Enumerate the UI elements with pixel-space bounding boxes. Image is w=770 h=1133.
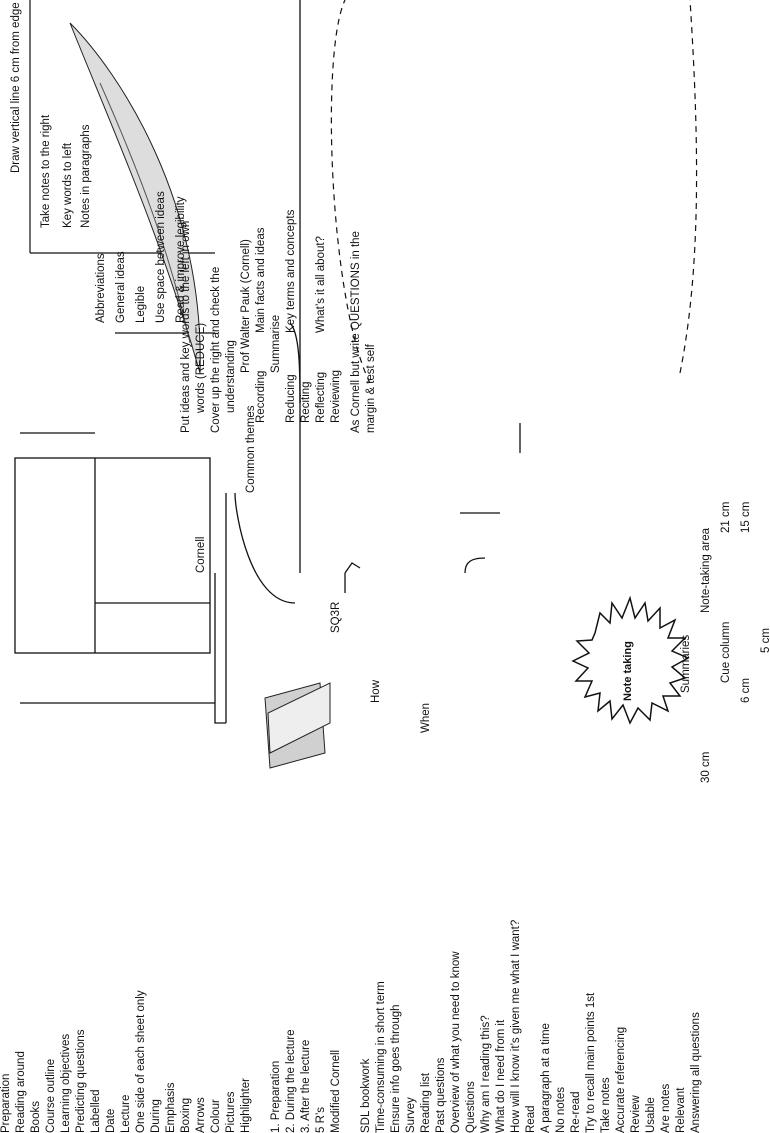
cornell-after-item-0: Put ideas and key words to the left in o… [180,221,193,433]
note-taking-center-label: Note taking [622,641,634,701]
page-summary-height-label: 5 cm [760,628,770,653]
cornell-rs-item-7: Reflecting [315,372,328,423]
sq3r-review-item-1: Are notes [660,1084,673,1133]
cornell-rs-item-2: Main facts and ideas [255,228,268,333]
sq3r-when-item-1: Time-consuming in short term [375,981,388,1133]
sq3r-review: Review [630,1095,643,1133]
cornell-prep-item-0: Draw vertical line 6 cm from edge [10,2,23,173]
one-side-label: One side of each sheet only [135,990,148,1133]
sq3r-survey-item-2: Overview of what you need to know [450,951,463,1133]
common-label: Common themes [245,405,258,493]
sq3r-read: Read [525,1106,538,1133]
cornell-during-item-1: Abbreviations [95,253,108,323]
sq3r-reread-item-1: Take notes [600,1077,613,1133]
cornell-rs-item-6: Reciting [300,381,313,423]
cornell-rs-item-0: Prof Walter Pauk (Cornell) [240,239,253,373]
cornell-modified-item-1: margin & test self [365,344,378,433]
lecture-label: Lecture [120,1095,133,1133]
labelled-label: Labelled [90,1090,103,1133]
date-label: Date [105,1109,118,1133]
emphasis-item-2: Colour [210,1099,223,1133]
cornell-rs-item-5: Key terms and concepts [285,210,298,333]
page-diagram [15,433,215,703]
sq3r-reread-item-2: Accurate referencing [615,1027,628,1133]
cornell-label: Cornell [195,537,208,573]
emphasis-item-1: Arrows [195,1097,208,1133]
sq3r-when-item-0: SDL bookwork [360,1059,373,1133]
cornell-prep-item-2: Key words to left [62,143,75,228]
cornell-prep-item-1: Take notes to the right [40,115,53,228]
sq3r-questions-item-1: What do I need from it [495,1020,508,1133]
page-summaries-label: Summaries [680,635,693,693]
cornell-branch-rs: 5 R’s [315,1107,328,1133]
cornell-during-item-4: Use space between ideas [155,191,168,323]
sq3r-questions: Questions [465,1081,478,1133]
prep-label: Preparation [0,1074,13,1133]
page-height-label: 30 cm [700,752,713,783]
sq3r-questions-item-0: Why am I reading this? [480,1015,493,1133]
sq3r-survey: Survey [405,1097,418,1133]
sq3r-survey-item-0: Reading list [420,1073,433,1133]
predicting-label: Predicting questions [75,1029,88,1133]
page-area-width-label: 15 cm [740,502,753,533]
common-during-label: During [150,1099,163,1133]
sq3r-reread: Re-read [570,1091,583,1133]
emphasis-item-4: Highlighter [240,1078,253,1133]
emphasis-item-3: Pictures [225,1091,238,1133]
page-cue-width-label: 6 cm [740,678,753,703]
cornell-during-item-2: General ideas [115,251,128,323]
sq3r-when-item-2: Ensure info goes through [390,1004,403,1133]
cornell-branch-after: 3. After the lecture [300,1040,313,1133]
sq3r-review-item-0: Usable [645,1097,658,1133]
sq3r-reread-item-0: Try to recall main points 1st [585,993,598,1133]
branch-sq3r [235,493,295,603]
learning-objectives-label: Learning objectives [60,1034,73,1133]
sq3r-read-item-0: A paragraph at a time [540,1023,553,1133]
page-width-label: 21 cm [720,502,733,533]
sq3r-when: When [420,703,433,733]
sq3r-label: SQ3R [330,602,343,633]
sq3r-survey-item-1: Past questions [435,1058,448,1133]
cornell-modified-item-0: As Cornell but write QUESTIONS in the [350,231,363,433]
dashed-arrow-right [680,0,697,373]
cornell-branch-during: 2. During the lecture [285,1029,298,1133]
cornell-branch-modified: Modified Cornell [330,1050,343,1133]
cornell-after-item-1: words (REDUCE) [195,323,208,413]
cornell-after-item-3: understanding [225,340,238,413]
emphasis-item-0: Boxing [180,1098,193,1133]
cornell-during-item-0: Notes in paragraphs [80,124,93,228]
sq3r-questions-item-2: How will I know it’s given me what I wan… [510,920,523,1133]
cornell-rs-item-3: Summarise [270,315,283,373]
sq3r-review-item-3: Answering all questions [690,1012,703,1133]
sq3r-read-item-1: No notes [555,1087,568,1133]
sq3r-how: How [370,680,383,703]
page-cue-label: Cue column [720,622,733,683]
course-outline-label: Course outline [45,1059,58,1133]
sq3r-review-item-2: Relevant [675,1088,688,1133]
cornell-rs-item-4: Reducing [285,374,298,423]
cornell-rs-item-8: What’s it all about? [315,236,328,333]
page-area-label: Note-taking area [700,528,713,613]
book-icon [265,683,330,768]
cornell-rs-item-9: Reviewing [330,370,343,423]
cornell-branch-prep: 1. Preparation [270,1061,283,1133]
reading-around-label: Reading around [15,1051,28,1133]
cornell-during-item-3: Legible [135,286,148,323]
cornell-after-item-2: Cover up the right and check the [210,267,223,433]
branch-cornell [215,573,226,723]
emphasis-label: Emphasis [165,1083,178,1133]
books-label: Books [30,1101,43,1133]
